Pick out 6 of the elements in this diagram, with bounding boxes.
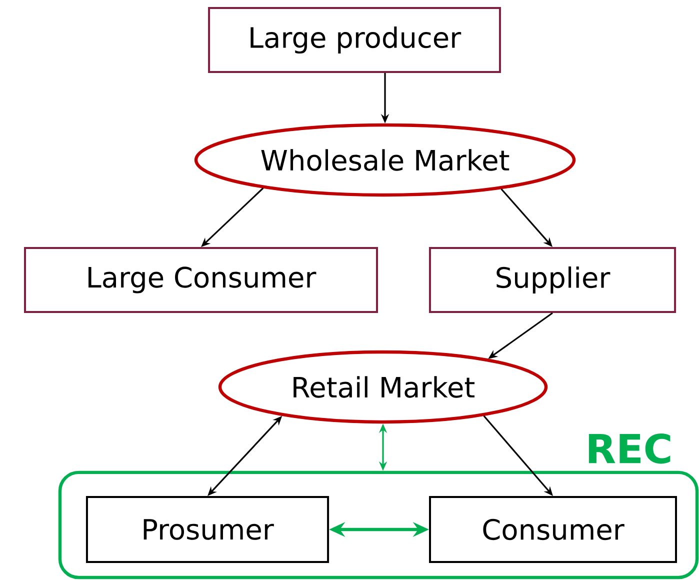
- process-box: Prosumer: [86, 496, 330, 564]
- process-box: Supplier: [428, 247, 676, 313]
- process-box: Large producer: [208, 7, 501, 73]
- process-box: Consumer: [429, 496, 677, 564]
- process-box: Large Consumer: [24, 247, 378, 313]
- node-label: REC: [588, 433, 670, 464]
